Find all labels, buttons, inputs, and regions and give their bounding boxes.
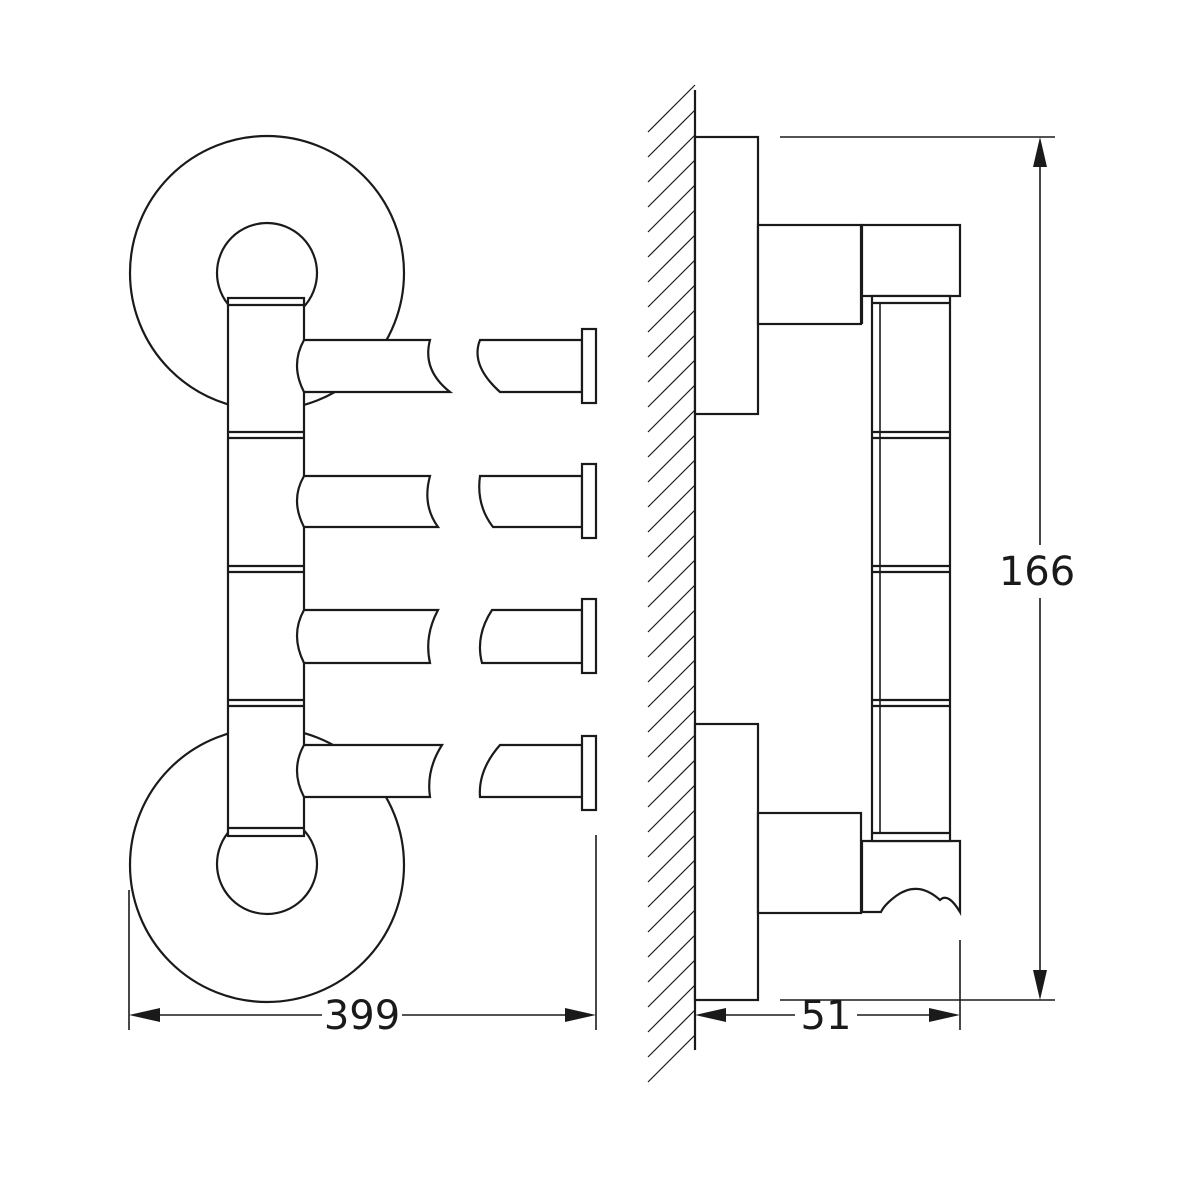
wall-hatch-line	[647, 659, 696, 708]
wall-hatch-line	[647, 284, 696, 333]
wall-hatch-line	[647, 759, 696, 808]
side-view	[647, 84, 962, 1083]
wall-hatch-line	[647, 609, 696, 658]
wall-hatch-line	[647, 459, 696, 508]
wall-hatch-line	[647, 734, 696, 783]
wall-hatch-line	[647, 334, 696, 383]
width-dimension-label: 399	[324, 993, 400, 1039]
wall-hatch-line	[647, 859, 696, 908]
wall-hatch-line	[647, 684, 696, 733]
vertical-rod	[226, 296, 306, 838]
wall-hatch-line	[647, 84, 696, 133]
wall-hatch-line	[647, 959, 696, 1008]
swivel-arm-3	[295, 597, 598, 675]
wall-hatch-line	[647, 184, 696, 233]
swivel-arm-2	[295, 462, 598, 540]
wall-hatch-line	[647, 309, 696, 358]
wall-hatch-line	[647, 259, 696, 308]
wall-hatch-line	[647, 1009, 696, 1058]
wall-hatch-line	[647, 434, 696, 483]
wall-section	[647, 84, 697, 1083]
wall-hatch-line	[647, 984, 696, 1033]
wall-hatch-line	[647, 534, 696, 583]
wall-hatch-line	[647, 209, 696, 258]
depth-dimension-label: 51	[801, 993, 852, 1039]
lower-wall-mount	[693, 722, 962, 1002]
wall-hatch-line	[647, 509, 696, 558]
depth-dimension: 51	[694, 940, 961, 1050]
side-rod	[870, 294, 952, 843]
wall-hatch-line	[647, 384, 696, 433]
height-dimension-label: 166	[999, 549, 1075, 595]
height-dimension: 166	[780, 136, 1075, 1001]
wall-hatch-line	[647, 909, 696, 958]
wall-hatch-line	[647, 234, 696, 283]
wall-hatch-line	[647, 134, 696, 183]
wall-hatch-line	[647, 484, 696, 533]
wall-hatch-line	[647, 634, 696, 683]
width-dimension: 399	[128, 835, 597, 1039]
wall-hatch-line	[647, 709, 696, 758]
wall-hatch-line	[647, 409, 696, 458]
wall-hatch-line	[647, 359, 696, 408]
swivel-arm-4	[295, 734, 598, 812]
wall-hatch-line	[647, 109, 696, 158]
front-view	[128, 134, 598, 1004]
wall-hatch-line	[647, 809, 696, 858]
upper-wall-mount	[693, 135, 962, 416]
wall-hatch-line	[647, 884, 696, 933]
wall-hatch-line	[647, 934, 696, 983]
wall-hatch-line	[647, 784, 696, 833]
wall-hatch-line	[647, 559, 696, 608]
wall-hatch-line	[647, 834, 696, 883]
wall-hatch-line	[647, 1034, 696, 1083]
wall-hatch-line	[647, 584, 696, 633]
swivel-arm-1	[295, 327, 598, 405]
wall-hatch-line	[647, 159, 696, 208]
